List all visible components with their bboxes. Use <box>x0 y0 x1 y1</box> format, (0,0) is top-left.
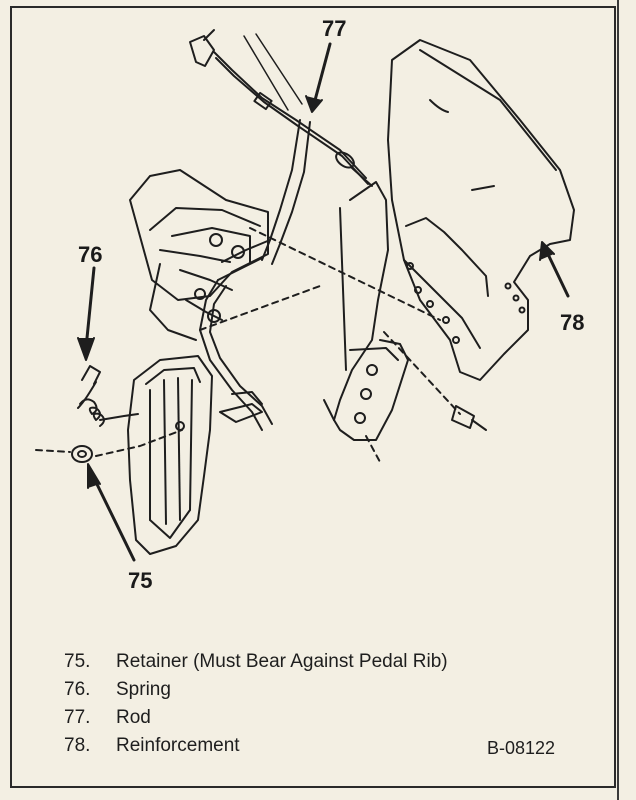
page-frame <box>10 6 616 788</box>
legend-number: 76. <box>64 679 91 700</box>
callout-76: 76 <box>78 242 103 267</box>
legend-text: Retainer (Must Bear Against Pedal Rib) <box>116 651 448 672</box>
legend-item: 76. Spring <box>64 676 604 704</box>
legend-number: 78. <box>64 735 91 756</box>
legend-text: Reinforcement <box>116 735 240 756</box>
page-edge-line <box>617 0 619 800</box>
callout-75-arrow <box>87 463 136 562</box>
legend-text: Spring <box>116 679 171 700</box>
rod-cable <box>189 29 373 187</box>
pedal-bracket <box>129 169 269 341</box>
figure-id: B-08122 <box>487 738 556 758</box>
callout-78-arrow <box>539 241 570 298</box>
callout-75: 75 <box>128 568 153 593</box>
legend-item: 78. Reinforcement <box>64 732 604 760</box>
callout-77-arrow <box>305 42 332 113</box>
legend-item: 75. Retainer (Must Bear Against Pedal Ri… <box>64 648 604 676</box>
legend-number: 77. <box>64 707 91 728</box>
legend-number: 75. <box>64 651 91 672</box>
legend-text: Rod <box>116 707 151 728</box>
bolt <box>383 331 487 431</box>
callout-76-arrow <box>77 266 96 361</box>
callout-78: 78 <box>560 310 585 335</box>
reinforcement <box>199 39 575 381</box>
parts-legend: 75. Retainer (Must Bear Against Pedal Ri… <box>64 648 604 760</box>
spring-retainer <box>35 365 183 463</box>
pedal-assembly-diagram <box>35 29 575 562</box>
support-plate <box>323 181 409 463</box>
legend-item: 77. Rod <box>64 704 604 732</box>
pedal-arm <box>199 119 311 431</box>
callout-77: 77 <box>322 16 347 41</box>
pedal-pad <box>127 355 263 555</box>
